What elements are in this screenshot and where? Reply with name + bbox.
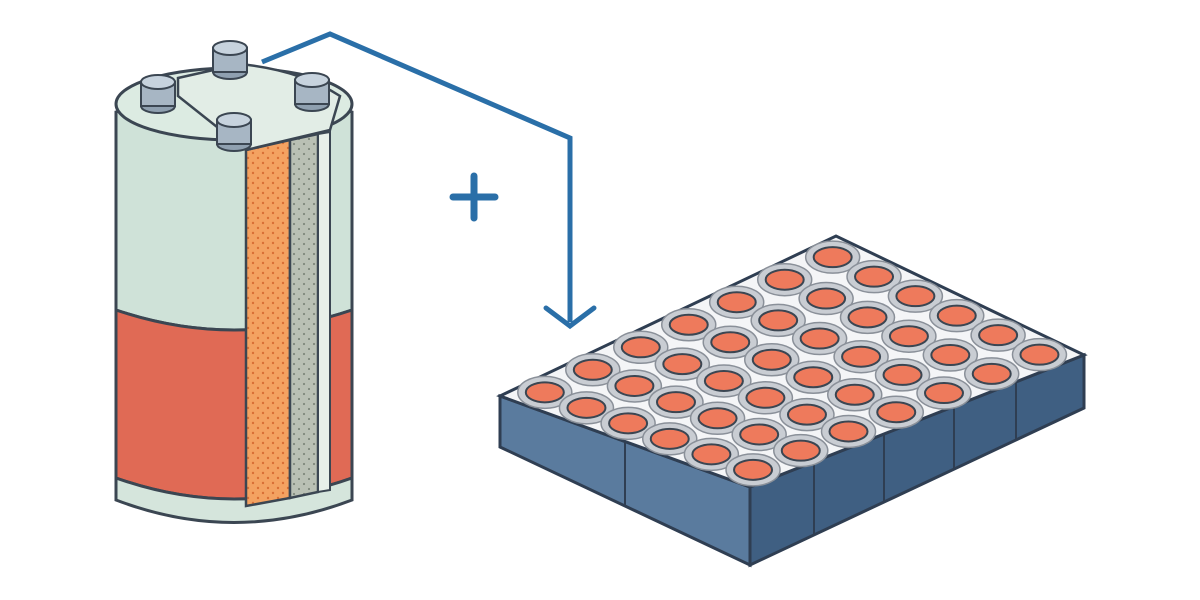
array-cell bbox=[929, 298, 985, 333]
array-cell bbox=[565, 353, 621, 387]
array-cell bbox=[642, 422, 698, 456]
cutaway-separator bbox=[288, 132, 320, 500]
array-cell bbox=[887, 279, 944, 313]
array-cell bbox=[600, 406, 656, 441]
array-cell bbox=[756, 262, 813, 297]
array-cell bbox=[804, 240, 861, 274]
array-cell bbox=[779, 397, 835, 432]
cutaway-wall bbox=[317, 130, 331, 494]
array-cell bbox=[725, 453, 781, 487]
array-cell bbox=[868, 395, 924, 429]
array-cell bbox=[744, 343, 800, 377]
battery-base bbox=[114, 475, 354, 524]
array-cell bbox=[696, 364, 752, 398]
array-cell bbox=[702, 325, 758, 359]
terminal-icon bbox=[212, 40, 248, 80]
array-cell bbox=[558, 391, 615, 425]
array-cell bbox=[773, 433, 829, 468]
terminal-icon bbox=[294, 72, 330, 112]
array-cell bbox=[916, 376, 972, 410]
array-cell bbox=[708, 285, 765, 319]
array-cell bbox=[833, 339, 889, 374]
array-cell bbox=[881, 319, 937, 353]
battery-cell bbox=[114, 40, 354, 524]
array-cell bbox=[689, 401, 746, 436]
array-cell bbox=[683, 437, 740, 472]
cell-grid bbox=[517, 240, 1068, 487]
array-cell bbox=[922, 338, 979, 372]
array-cell bbox=[827, 378, 883, 412]
cell-array-tray bbox=[496, 234, 1088, 568]
array-cell bbox=[963, 357, 1020, 391]
array-cell bbox=[613, 330, 669, 365]
array-cell bbox=[846, 259, 902, 294]
array-cell bbox=[661, 308, 717, 342]
array-cell bbox=[648, 385, 704, 419]
array-cell bbox=[731, 417, 787, 452]
array-cell bbox=[606, 369, 663, 403]
arrow-icon bbox=[261, 31, 597, 330]
array-cell bbox=[839, 300, 896, 335]
terminal-icon bbox=[140, 74, 176, 114]
array-cell bbox=[798, 281, 854, 316]
array-cell bbox=[820, 414, 877, 449]
array-cell bbox=[970, 318, 1026, 352]
plus-icon bbox=[449, 172, 499, 222]
cutaway-electrode bbox=[244, 138, 292, 508]
array-cell bbox=[791, 321, 848, 356]
array-cell bbox=[517, 375, 573, 410]
array-cell bbox=[654, 347, 711, 381]
array-cell bbox=[785, 360, 841, 394]
array-cell bbox=[737, 381, 794, 415]
terminal-icon bbox=[216, 112, 252, 152]
array-cell bbox=[750, 303, 806, 338]
array-cell bbox=[874, 358, 931, 392]
array-cell bbox=[1011, 337, 1068, 372]
